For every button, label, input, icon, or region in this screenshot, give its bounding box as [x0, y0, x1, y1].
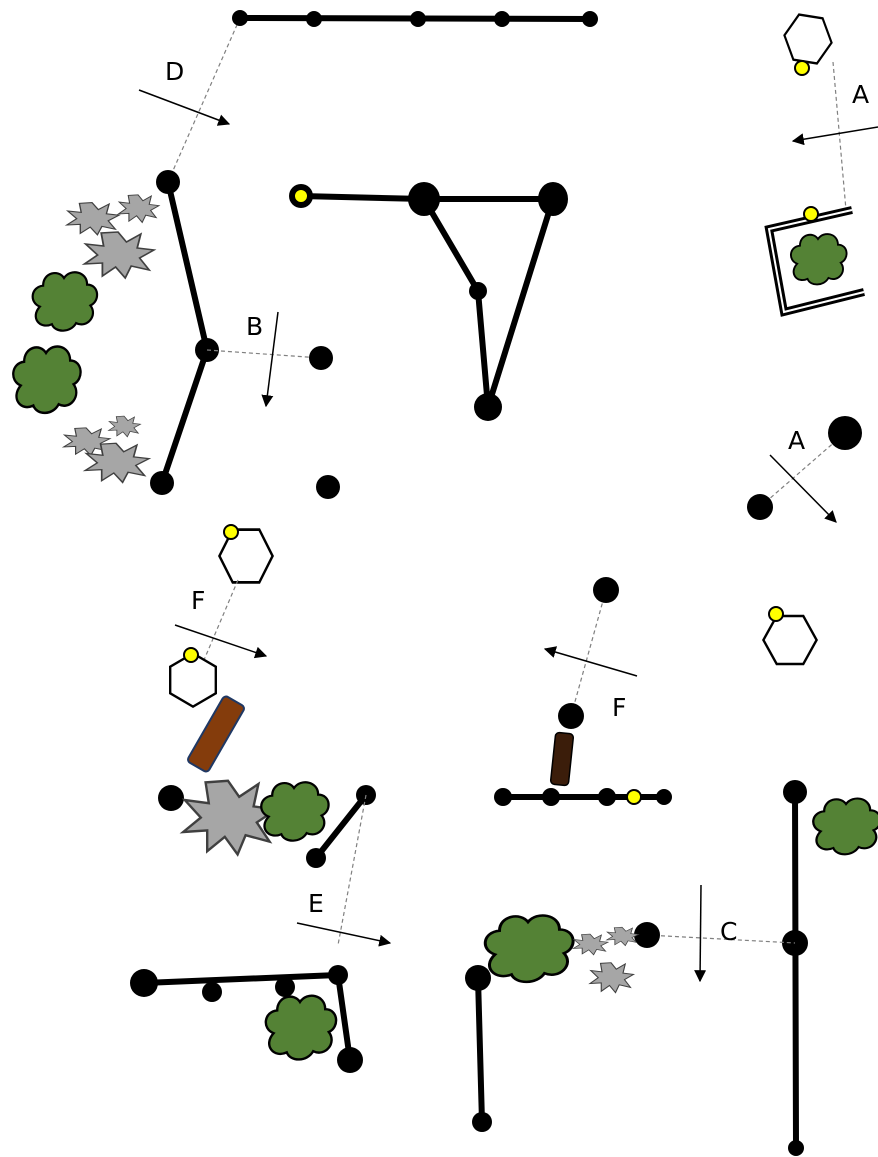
right-vertical-line: [792, 789, 799, 1151]
rock-icon: [108, 415, 141, 438]
label-a-mid: A: [788, 426, 805, 455]
node: [306, 848, 326, 868]
bush-icon: [31, 271, 99, 332]
bush-icon: [11, 345, 82, 415]
arrow-f-left: [174, 624, 268, 659]
node: [783, 780, 807, 804]
node: [158, 785, 184, 811]
bush-icon: [264, 994, 338, 1061]
group-f-center: F: [494, 577, 672, 806]
yellow-marker: [768, 606, 784, 622]
short-segment: [313, 792, 369, 861]
node: [542, 788, 560, 806]
rock-icon: [589, 962, 635, 994]
rock-icon: [572, 933, 609, 956]
triangle-sides: [421, 196, 556, 408]
dashed-connector-b: [206, 349, 322, 359]
label-b: B: [246, 312, 263, 341]
label-c: C: [720, 917, 737, 946]
node: [337, 1047, 363, 1073]
dashed-connector-d: [167, 17, 241, 183]
dashed-connector-f2: [570, 589, 607, 717]
node: [828, 416, 862, 450]
arrow-f-center: [543, 646, 638, 677]
node: [656, 789, 672, 805]
node: [538, 182, 568, 216]
node: [410, 11, 426, 27]
node: [558, 703, 584, 729]
group-d: D: [138, 10, 598, 183]
label-a-top: A: [852, 80, 869, 109]
hexagon-icon: [762, 614, 818, 666]
node: [150, 471, 174, 495]
stake-icon: [187, 695, 245, 773]
yellow-marker: [794, 60, 810, 76]
node: [494, 788, 512, 806]
node: [788, 1140, 804, 1156]
rock-icon: [606, 926, 639, 947]
rock-icon: [66, 201, 120, 236]
node: [747, 494, 773, 520]
arrow-d: [138, 89, 231, 126]
arrow-b: [261, 311, 279, 408]
label-f-right: F: [612, 693, 626, 722]
node: [472, 1112, 492, 1132]
node: [582, 11, 598, 27]
group-left-branch: B: [11, 170, 340, 499]
yellow-marker: [803, 206, 819, 222]
node: [306, 11, 322, 27]
bush-icon: [483, 913, 575, 984]
node: [232, 10, 248, 26]
node: [634, 922, 660, 948]
group-f-left: F: [158, 524, 376, 868]
node: [156, 170, 180, 194]
dashed-connector-c: [646, 934, 796, 944]
node: [328, 965, 348, 985]
arrow-e: [296, 922, 392, 947]
rock-icon: [181, 779, 278, 856]
lower-vertical-segment: [475, 975, 485, 1125]
rock-icon: [83, 231, 155, 279]
node: [494, 11, 510, 27]
label-d: D: [165, 57, 184, 86]
yellow-marker: [223, 524, 239, 540]
label-f-left: F: [191, 586, 205, 615]
bush-icon: [812, 797, 878, 856]
rock-icon: [117, 194, 160, 223]
node: [598, 788, 616, 806]
node: [316, 475, 340, 499]
node: [465, 965, 491, 991]
bush-icon: [260, 781, 330, 842]
group-triangle: [289, 182, 568, 421]
node: [593, 577, 619, 603]
yellow-marker: [183, 647, 199, 663]
left-polyline: [159, 179, 211, 486]
group-c: C: [465, 780, 878, 1156]
hexagon-icon: [780, 11, 836, 67]
yellow-marker: [626, 789, 642, 805]
group-e: E: [130, 794, 392, 1073]
node: [202, 982, 222, 1002]
arrow-a-top: [791, 126, 878, 146]
dashed-connector-f: [203, 579, 239, 661]
group-a-mid: A: [747, 416, 862, 666]
node: [130, 969, 158, 997]
dashed-connector-a2: [759, 432, 846, 508]
node: [474, 393, 502, 421]
dashed-connector-a: [832, 61, 847, 211]
bush-icon: [789, 233, 848, 286]
arrow-a-mid: [769, 454, 837, 523]
node: [309, 346, 333, 370]
node: [469, 282, 487, 300]
group-a-top: A: [764, 11, 878, 317]
node: [408, 182, 440, 216]
stake-icon: [549, 731, 575, 787]
dashed-connector-e: [337, 794, 367, 946]
yellow-marker: [293, 188, 309, 204]
node: [275, 977, 295, 997]
arrow-c: [694, 884, 707, 983]
label-e: E: [308, 889, 324, 918]
